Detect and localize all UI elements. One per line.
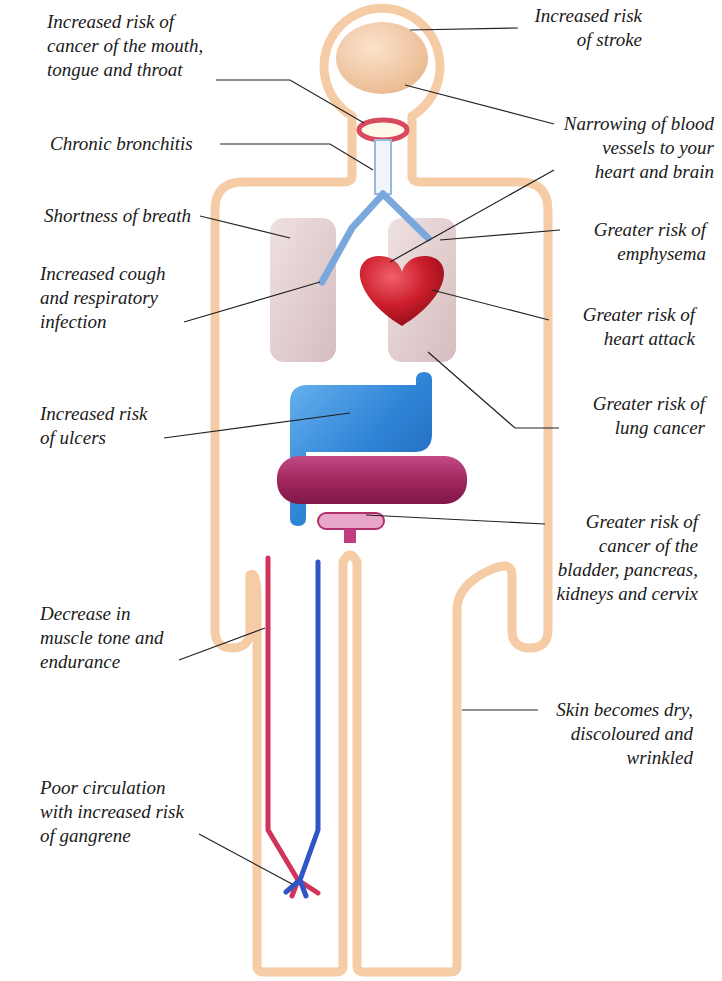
leader-line	[390, 170, 554, 262]
callout-label: Decrease in muscle tone and endurance	[40, 602, 175, 674]
callout-label: Greater risk of cancer of the bladder, p…	[551, 510, 698, 606]
leader-line	[200, 216, 290, 238]
leader-line	[199, 834, 292, 884]
callout-label: Greater risk of emphysema	[566, 218, 706, 266]
callout-label: Increased risk of cancer of the mouth, t…	[47, 10, 212, 82]
heart	[360, 256, 444, 326]
bronchus-right	[383, 194, 428, 238]
leader-line	[220, 144, 373, 170]
leader-line	[184, 282, 320, 322]
bladder-stem	[344, 529, 356, 543]
leader-line	[428, 352, 559, 428]
artery	[268, 558, 318, 896]
callout-label: Chronic bronchitis	[50, 132, 215, 156]
leader-line	[216, 80, 364, 123]
left-lung	[270, 218, 336, 362]
leader-line	[410, 28, 518, 30]
leader-line	[462, 709, 538, 710]
callout-label: Greater risk of heart attack	[555, 303, 695, 351]
callout-label: Skin becomes dry, discoloured and wrinkl…	[543, 698, 693, 770]
leader-line	[432, 290, 549, 320]
callout-label: Poor circulation with increased risk of …	[40, 776, 195, 848]
intestine-band	[277, 456, 467, 504]
brain	[336, 22, 428, 94]
body-outline	[215, 8, 548, 972]
leader-line	[164, 413, 350, 438]
callout-label: Greater risk of lung cancer	[565, 392, 705, 440]
leader-line	[366, 515, 545, 524]
leader-line	[179, 628, 265, 660]
leader-line	[405, 85, 554, 124]
callout-label: Increased cough and respiratory infectio…	[40, 262, 180, 334]
callout-label: Increased risk of stroke	[524, 4, 642, 52]
callout-label: Shortness of breath	[44, 204, 209, 228]
vein	[286, 562, 318, 896]
callout-label: Narrowing of blood vessels to your heart…	[560, 112, 714, 184]
trachea	[375, 140, 391, 194]
mouth-ring	[359, 120, 407, 140]
leader-line	[440, 230, 560, 240]
callout-label: Increased risk of ulcers	[40, 402, 158, 450]
